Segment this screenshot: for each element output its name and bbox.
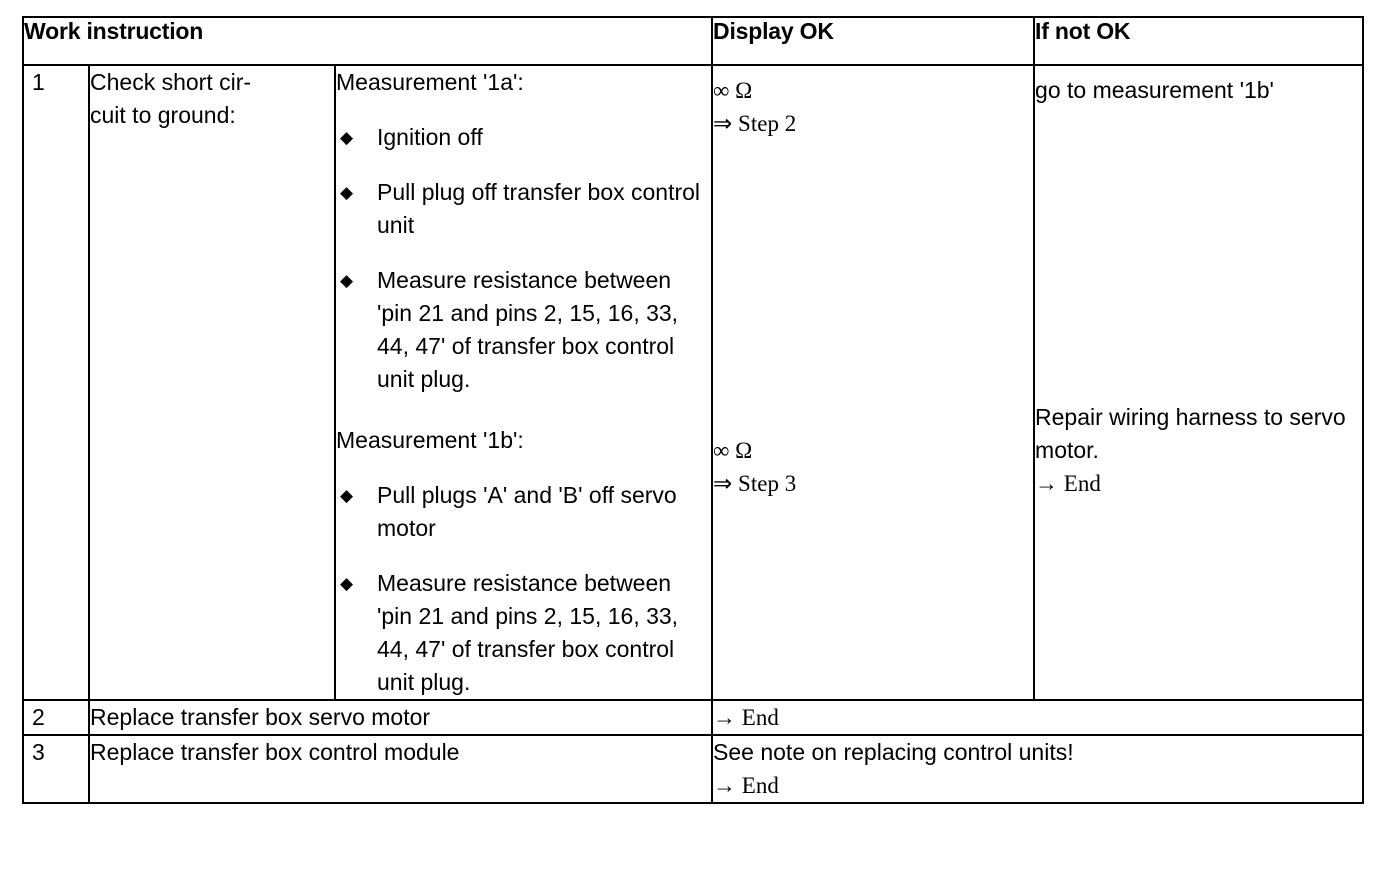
diamond-bullet-icon: ◆ [340, 486, 354, 505]
header-display-ok: Display OK [711, 16, 1036, 66]
measurement-1b-bullets: ◆ Pull plugs 'A' and 'B' off servo motor… [336, 479, 711, 699]
if-not-ok-text-1b: Repair wiring harness to servo motor. [1035, 404, 1346, 463]
step-result-cell: See note on replacing control units! → E… [711, 734, 1365, 804]
table-header-row: Work instruction Display OK If not OK [21, 16, 1365, 66]
header-work-instruction: Work instruction [21, 16, 714, 66]
measurement-1a-bullets: ◆ Ignition off ◆ Pull plug off transfer … [336, 121, 711, 396]
step-instruction-cell: Check short cir- cuit to ground: [88, 64, 336, 701]
step-instruction-line1: Check short cir- [90, 69, 252, 95]
list-item-text: Pull plug off transfer box control unit [377, 179, 701, 238]
list-item: ◆ Measure resistance between 'pin 21 and… [336, 264, 711, 396]
step-number: 2 [22, 699, 90, 736]
spacer [1035, 107, 1362, 401]
display-ok-next-1a: ⇒ Step 2 [713, 111, 797, 136]
spacer [713, 140, 1033, 434]
list-item: ◆ Pull plug off transfer box control uni… [336, 176, 711, 242]
step-result-note: See note on replacing control units! [713, 739, 1074, 765]
display-ok-value-1a: ∞ Ω [713, 78, 753, 103]
step-number: 3 [22, 734, 90, 804]
display-ok-next-1b: ⇒ Step 3 [713, 471, 797, 496]
table-row: 1 Check short cir- cuit to ground: Measu… [22, 64, 1365, 701]
step-number: 1 [22, 64, 90, 701]
measurement-1a-title: Measurement '1a': [336, 69, 524, 95]
measurement-detail-cell: Measurement '1a': ◆ Ignition off ◆ Pull … [333, 64, 714, 701]
if-not-ok-next-1b: → End [1035, 471, 1101, 496]
table-row: 3 Replace transfer box control module Se… [22, 734, 1365, 804]
step-result: → End [713, 773, 779, 798]
measurement-group-1a: Measurement '1a': ◆ Ignition off ◆ Pull … [336, 66, 711, 396]
measurement-1b-title: Measurement '1b': [336, 427, 524, 453]
list-item-text: Measure resistance between 'pin 21 and p… [377, 267, 679, 392]
if-not-ok-text-1a: go to measurement '1b' [1035, 77, 1274, 103]
list-item-text: Ignition off [377, 124, 483, 150]
if-not-ok-cell: go to measurement '1b' Repair wiring har… [1033, 64, 1365, 701]
diamond-bullet-icon: ◆ [340, 183, 354, 202]
display-ok-value-1b: ∞ Ω [713, 438, 753, 463]
list-item-text: Pull plugs 'A' and 'B' off servo motor [377, 482, 677, 541]
step-instruction: Replace transfer box servo motor [87, 699, 714, 736]
diamond-bullet-icon: ◆ [340, 128, 354, 147]
header-if-not-ok: If not OK [1033, 16, 1365, 66]
list-item: ◆ Measure resistance between 'pin 21 and… [336, 567, 711, 699]
measurement-group-1b: Measurement '1b': ◆ Pull plugs 'A' and '… [336, 424, 711, 699]
display-ok-cell: ∞ Ω ⇒ Step 2 ∞ Ω ⇒ Step 3 [711, 64, 1036, 701]
step-instruction-line2: cuit to ground: [90, 102, 236, 128]
diamond-bullet-icon: ◆ [340, 574, 354, 593]
diagnostic-procedure-table: Work instruction Display OK If not OK 1 … [21, 16, 1365, 804]
list-item: ◆ Ignition off [336, 121, 711, 154]
table-row: 2 Replace transfer box servo motor → End [22, 699, 1365, 736]
list-item-text: Measure resistance between 'pin 21 and p… [377, 570, 679, 695]
step-result: → End [711, 699, 1365, 736]
list-item: ◆ Pull plugs 'A' and 'B' off servo motor [336, 479, 711, 545]
step-instruction: Replace transfer box control module [87, 734, 714, 804]
diamond-bullet-icon: ◆ [340, 271, 354, 290]
